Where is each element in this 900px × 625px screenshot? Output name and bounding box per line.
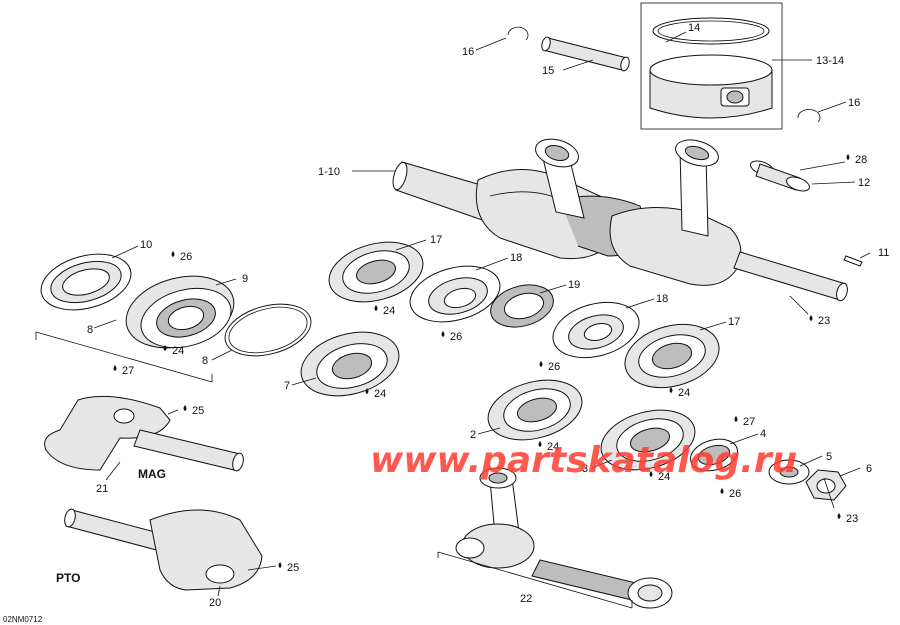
- drop-icon: [374, 305, 378, 311]
- leader-lines: [35, 31, 871, 609]
- connecting-rod-22: [455, 467, 673, 609]
- label-18-lower: 18: [656, 293, 668, 305]
- side-label-mag: MAG: [138, 467, 166, 481]
- drop-icon: [538, 441, 542, 447]
- label-16-right: 16: [848, 97, 860, 109]
- label-27-a: 27: [122, 365, 134, 377]
- label-26-b: 26: [450, 331, 462, 343]
- label-24-f: 24: [658, 471, 670, 483]
- crankshaft-half-pto-20: [64, 508, 263, 591]
- part-labels: 16 15 14 13-14 16 1-10 28 12 11 10 26 9 …: [87, 22, 889, 609]
- label-24-d: 24: [678, 387, 690, 399]
- label-22: 22: [520, 593, 532, 605]
- label-8-right: 8: [202, 355, 208, 367]
- bearing-17-top: [328, 241, 424, 303]
- seal-18-lower: [552, 301, 640, 359]
- label-24-b: 24: [172, 345, 184, 357]
- label-10: 10: [140, 239, 152, 251]
- label-11: 11: [878, 247, 889, 259]
- circlip-16-top: [507, 26, 529, 41]
- label-9: 9: [242, 273, 248, 285]
- label-7: 7: [284, 380, 290, 392]
- label-24-e: 24: [547, 441, 559, 453]
- label-27-b: 27: [743, 416, 755, 428]
- side-label-pto: PTO: [56, 571, 80, 585]
- crankshaft-pto-end: [733, 251, 847, 301]
- needle-bearing-12: [750, 160, 810, 192]
- bearing-17-lower: [624, 323, 720, 389]
- watermark-text: www.partskatalog.ru: [370, 440, 797, 481]
- drop-icon: [365, 388, 369, 394]
- label-21: 21: [96, 483, 108, 495]
- crankshaft-assembly: [392, 138, 848, 302]
- drop-icon: [113, 365, 117, 371]
- piston-pin-hole: [726, 90, 744, 104]
- drop-icon: [539, 361, 543, 367]
- label-24-c: 24: [374, 388, 386, 400]
- piston-ring: [652, 17, 770, 45]
- drop-icon: [809, 315, 813, 321]
- label-17-top: 17: [430, 234, 442, 246]
- label-6: 6: [866, 463, 872, 475]
- drop-icon: [183, 405, 187, 411]
- label-4: 4: [760, 428, 766, 440]
- label-14: 14: [688, 22, 700, 34]
- piston-assembly: [640, 2, 783, 130]
- label-20: 20: [209, 597, 221, 609]
- piston-inset-frame: [640, 2, 783, 130]
- drop-icon: [163, 345, 167, 351]
- label-23-b: 23: [846, 513, 858, 525]
- drop-icon: [278, 562, 282, 568]
- drop-icon: [837, 513, 841, 519]
- piston-ring-inner: [657, 20, 765, 42]
- label-1-10: 1-10: [318, 166, 340, 178]
- label-16-top: 16: [462, 46, 474, 58]
- label-17-lower: 17: [728, 316, 740, 328]
- label-26-c: 26: [548, 361, 560, 373]
- label-19: 19: [568, 279, 580, 291]
- key-11: [843, 255, 863, 267]
- label-26-a: 26: [180, 251, 192, 263]
- drop-icon: [171, 251, 175, 257]
- label-13-14: 13-14: [816, 55, 844, 67]
- drop-icon: [720, 488, 724, 494]
- drop-icon: [441, 331, 445, 337]
- circlip-16-right: [797, 109, 821, 123]
- label-8-left: 8: [87, 324, 93, 336]
- drop-icon: [669, 387, 673, 393]
- label-25-b: 25: [287, 562, 299, 574]
- piston-crown: [649, 54, 773, 86]
- ball-bearing-9: [125, 275, 235, 349]
- crank-web-right: [609, 207, 742, 286]
- piston-pin-15: [541, 36, 630, 72]
- label-26-d: 26: [729, 488, 741, 500]
- label-18-top: 18: [510, 252, 522, 264]
- ring-8: [224, 303, 312, 357]
- label-3: 3: [582, 463, 588, 475]
- grease-drop-icons: [113, 154, 850, 568]
- diagram-reference-code: 02NM0712: [3, 615, 43, 624]
- drop-icon: [846, 154, 850, 160]
- label-5: 5: [826, 451, 832, 463]
- seal-18-top: [409, 265, 501, 323]
- drop-icon: [649, 471, 653, 477]
- label-15: 15: [542, 65, 554, 77]
- bearing-7: [300, 331, 400, 397]
- label-2: 2: [470, 429, 476, 441]
- label-23-a: 23: [818, 315, 830, 327]
- label-25-a: 25: [192, 405, 204, 417]
- drop-icon: [734, 416, 738, 422]
- label-24-a: 24: [383, 305, 395, 317]
- oil-seal-10: [40, 253, 132, 311]
- bearing-3: [600, 409, 696, 471]
- gear-19: [490, 284, 554, 328]
- bearing-2: [487, 379, 583, 441]
- crankshaft-half-mag-21: [44, 395, 244, 472]
- label-12: 12: [858, 177, 870, 189]
- label-28: 28: [855, 154, 867, 166]
